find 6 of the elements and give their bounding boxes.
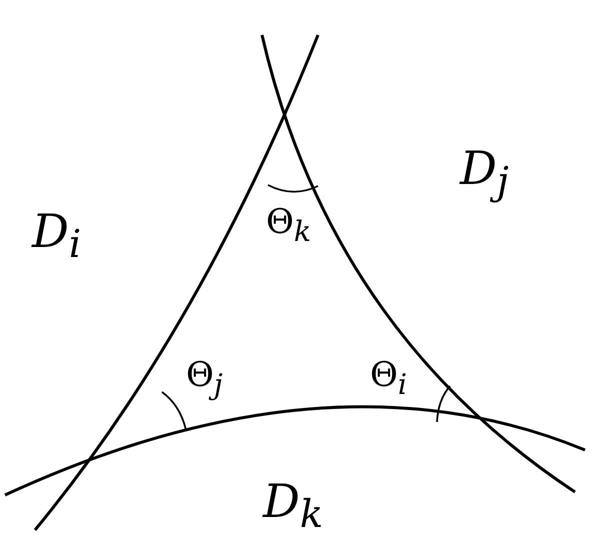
region-label: D$_{j}$ bbox=[460, 145, 509, 202]
angle-label: Θ$_{j}$ bbox=[186, 358, 223, 400]
region-label: D$_{k}$ bbox=[263, 478, 324, 535]
angle-label: Θ$_{k}$ bbox=[266, 205, 312, 246]
angle-label: Θ$_{i}$ bbox=[370, 358, 407, 400]
region-label: D$_{i}$ bbox=[32, 208, 82, 265]
